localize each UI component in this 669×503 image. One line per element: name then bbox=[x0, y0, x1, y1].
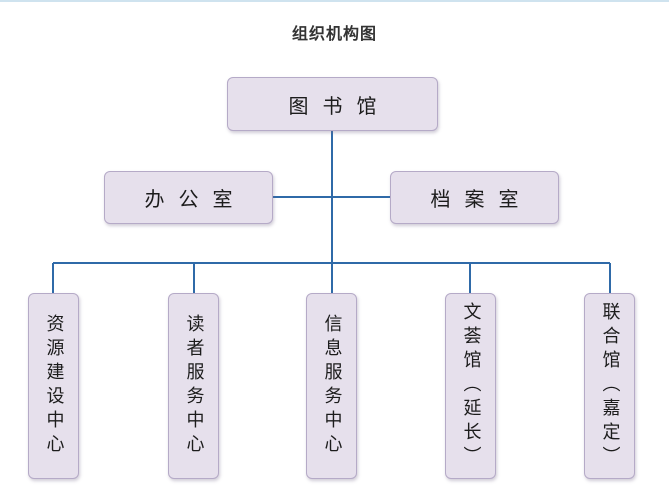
top-rule bbox=[0, 0, 669, 2]
node-lianhe-hall: 联合馆（嘉定） bbox=[584, 293, 635, 479]
node-office: 办公室 bbox=[104, 171, 273, 224]
node-resource-center: 资源建设中心 bbox=[28, 293, 79, 479]
page-title: 组织机构图 bbox=[291, 24, 377, 43]
node-library: 图书馆 bbox=[227, 77, 438, 131]
node-information-service-center: 信息服务中心 bbox=[306, 293, 357, 479]
node-wenhui-hall: 文荟馆（延长） bbox=[445, 293, 496, 479]
node-reader-service-center: 读者服务中心 bbox=[168, 293, 219, 479]
node-archive: 档案室 bbox=[390, 171, 559, 224]
